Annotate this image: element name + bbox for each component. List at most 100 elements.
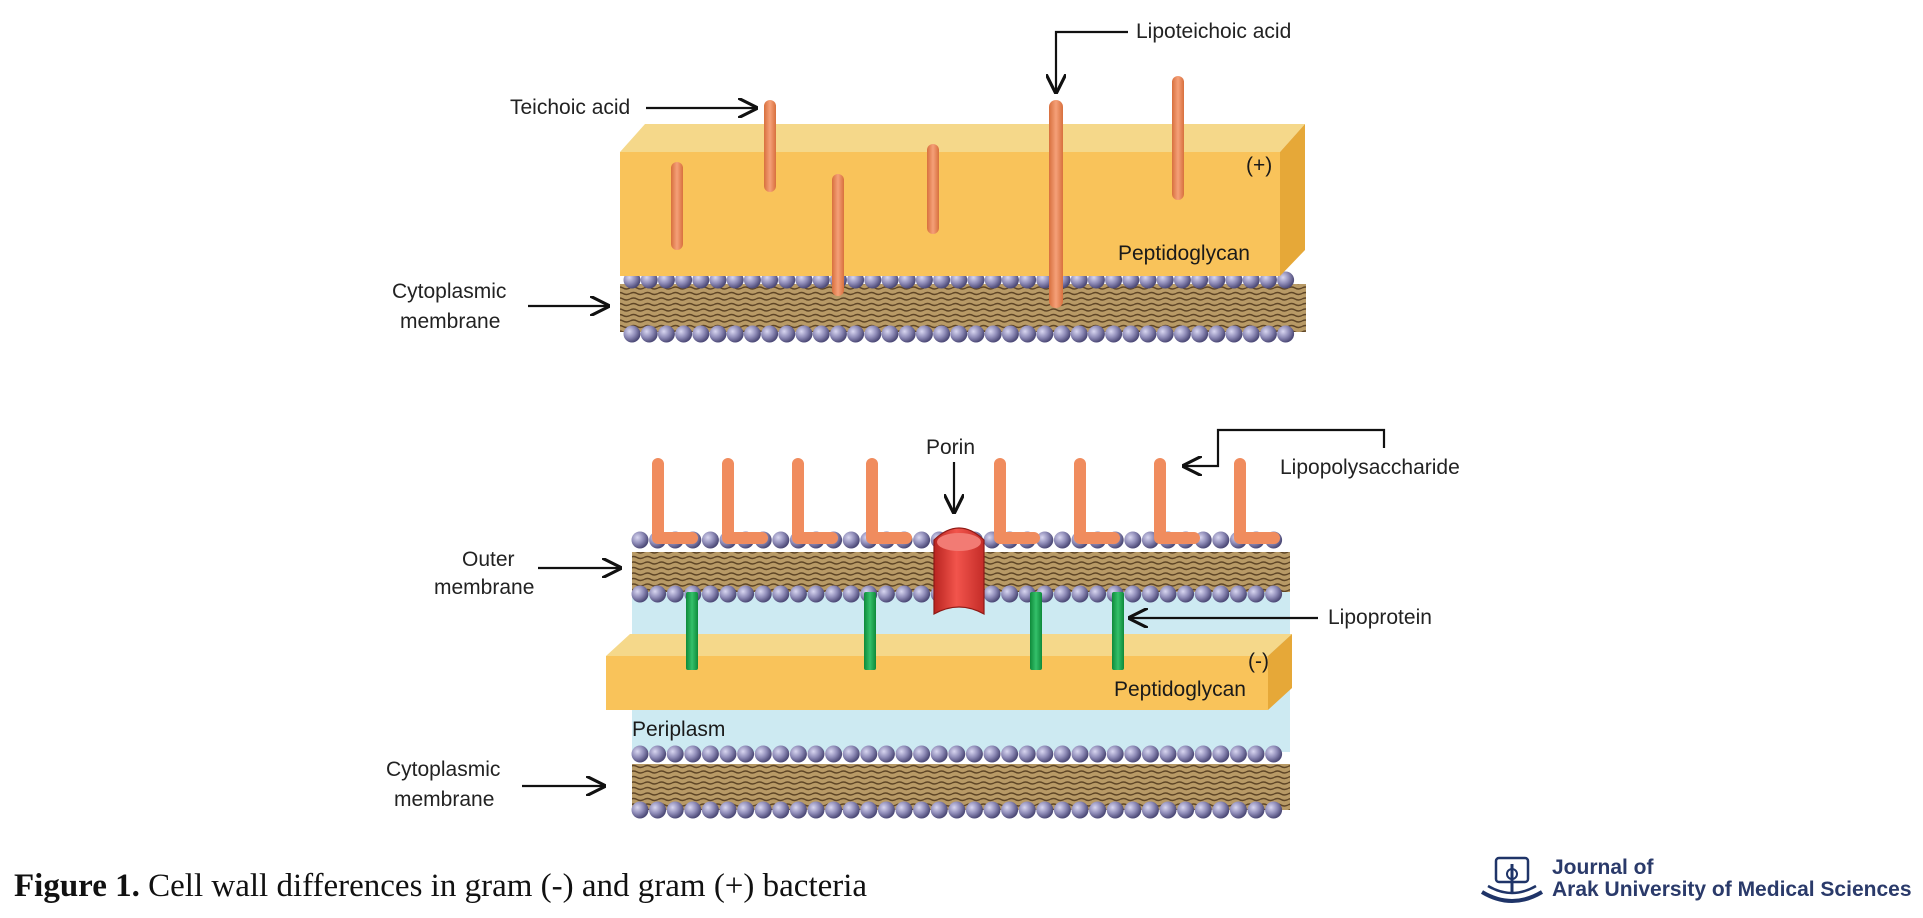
lipoprotein: [1112, 592, 1124, 670]
lipid-head: [1141, 585, 1159, 603]
lipid-head: [915, 325, 933, 343]
lipid-head: [778, 325, 796, 343]
lipid-head: [1124, 585, 1142, 603]
lipid-head: [631, 585, 649, 603]
lipid-head: [1001, 325, 1019, 343]
lipid-head: [1124, 745, 1142, 763]
lipid-head: [1194, 585, 1212, 603]
lipid-head: [1212, 585, 1230, 603]
gram-positive-wall: Peptidoglycan (+) Teichoic acid Lipoteic…: [392, 20, 1306, 343]
lipid-head: [795, 325, 813, 343]
lipid-head: [1247, 585, 1265, 603]
lipid-head: [772, 585, 790, 603]
lipid-head: [860, 801, 878, 819]
lipid-head: [754, 585, 772, 603]
lipid-head: [983, 801, 1001, 819]
lipid-head: [983, 585, 1001, 603]
lipid-head: [789, 585, 807, 603]
lipopolysaccharide-chains: [652, 458, 1280, 544]
lipid-head: [1087, 325, 1105, 343]
teichoic-acid-chain: [764, 100, 776, 192]
lipid-head: [860, 745, 878, 763]
lipid-head: [930, 745, 948, 763]
lipid-head: [1265, 745, 1283, 763]
lipid-head: [1019, 325, 1037, 343]
lipid-head: [983, 745, 1001, 763]
lipid-head: [754, 745, 772, 763]
lipid-head: [1053, 585, 1071, 603]
membrane-tail-layer: [632, 764, 1290, 810]
lipid-head: [913, 531, 931, 549]
lipid-head: [864, 325, 882, 343]
lipid-head: [1173, 325, 1191, 343]
membrane-tail-layer: [620, 284, 1306, 332]
lipopolysaccharide-chain: [1234, 458, 1280, 544]
lipid-head: [726, 325, 744, 343]
lipid-head: [1277, 271, 1295, 289]
lipid-head: [898, 325, 916, 343]
outer-membrane-label-line1: Outer: [462, 548, 515, 571]
lipid-head: [1141, 745, 1159, 763]
lipid-head: [1018, 745, 1036, 763]
lipid-head: [1229, 585, 1247, 603]
porin-channel: [933, 527, 985, 616]
lipid-head: [965, 745, 983, 763]
gram-positive-peptidoglycan-block: [620, 124, 1305, 276]
lipid-head: [825, 745, 843, 763]
membrane-head-row-bottom: [623, 325, 1295, 343]
lipid-head: [1159, 801, 1177, 819]
lipid-head: [754, 801, 772, 819]
lipid-head: [965, 801, 983, 819]
lipid-head: [772, 531, 790, 549]
lipid-head: [761, 325, 779, 343]
lipid-head: [1036, 325, 1054, 343]
lipid-head: [1208, 325, 1226, 343]
lipid-head: [1229, 745, 1247, 763]
lipid-head: [701, 745, 719, 763]
cytoplasmic-membrane-label-positive-line1: Cytoplasmic: [392, 280, 506, 303]
lipid-head: [666, 801, 684, 819]
lipid-head: [1089, 585, 1107, 603]
peptidoglycan-top-face: [620, 124, 1305, 152]
lipid-head: [1177, 585, 1195, 603]
lipid-head: [1106, 745, 1124, 763]
journal-name-line2: Arak University of Medical Sciences: [1552, 878, 1912, 901]
lipid-head: [737, 801, 755, 819]
peptidoglycan-side-face: [1268, 634, 1292, 710]
lipid-head: [1141, 801, 1159, 819]
lipid-head: [1122, 325, 1140, 343]
lipid-head: [772, 801, 790, 819]
lipopolysaccharide-chain: [722, 458, 768, 544]
lipid-head: [1194, 801, 1212, 819]
lipid-head: [842, 801, 860, 819]
gram-negative-sign: (-): [1248, 650, 1269, 673]
lipid-head: [1071, 585, 1089, 603]
cytoplasmic-membrane-label-negative-line1: Cytoplasmic: [386, 758, 500, 781]
lipoteichoic-acid-label: Lipoteichoic acid: [1136, 20, 1291, 43]
lipid-head: [807, 745, 825, 763]
lipid-head: [948, 745, 966, 763]
lipid-head: [1071, 745, 1089, 763]
lipopolysaccharide-chain: [792, 458, 838, 544]
lipid-head: [1036, 745, 1054, 763]
lipid-head: [1265, 585, 1283, 603]
lipid-head: [1053, 325, 1071, 343]
lipid-head: [913, 745, 931, 763]
lipid-head: [1001, 801, 1019, 819]
journal-name-line1: Journal of: [1552, 856, 1654, 879]
lipoprotein: [864, 592, 876, 670]
lipid-head: [737, 745, 755, 763]
lipid-head: [1265, 801, 1283, 819]
outer-membrane-label-line2: membrane: [434, 576, 534, 599]
lipid-head: [684, 745, 702, 763]
lipid-head: [1229, 801, 1247, 819]
lipid-head: [666, 745, 684, 763]
lipid-head: [719, 801, 737, 819]
lipid-head: [967, 325, 985, 343]
lipid-head: [1242, 325, 1260, 343]
lipid-head: [719, 745, 737, 763]
lipid-head: [913, 801, 931, 819]
lipid-head: [1191, 325, 1209, 343]
lipid-head: [719, 585, 737, 603]
